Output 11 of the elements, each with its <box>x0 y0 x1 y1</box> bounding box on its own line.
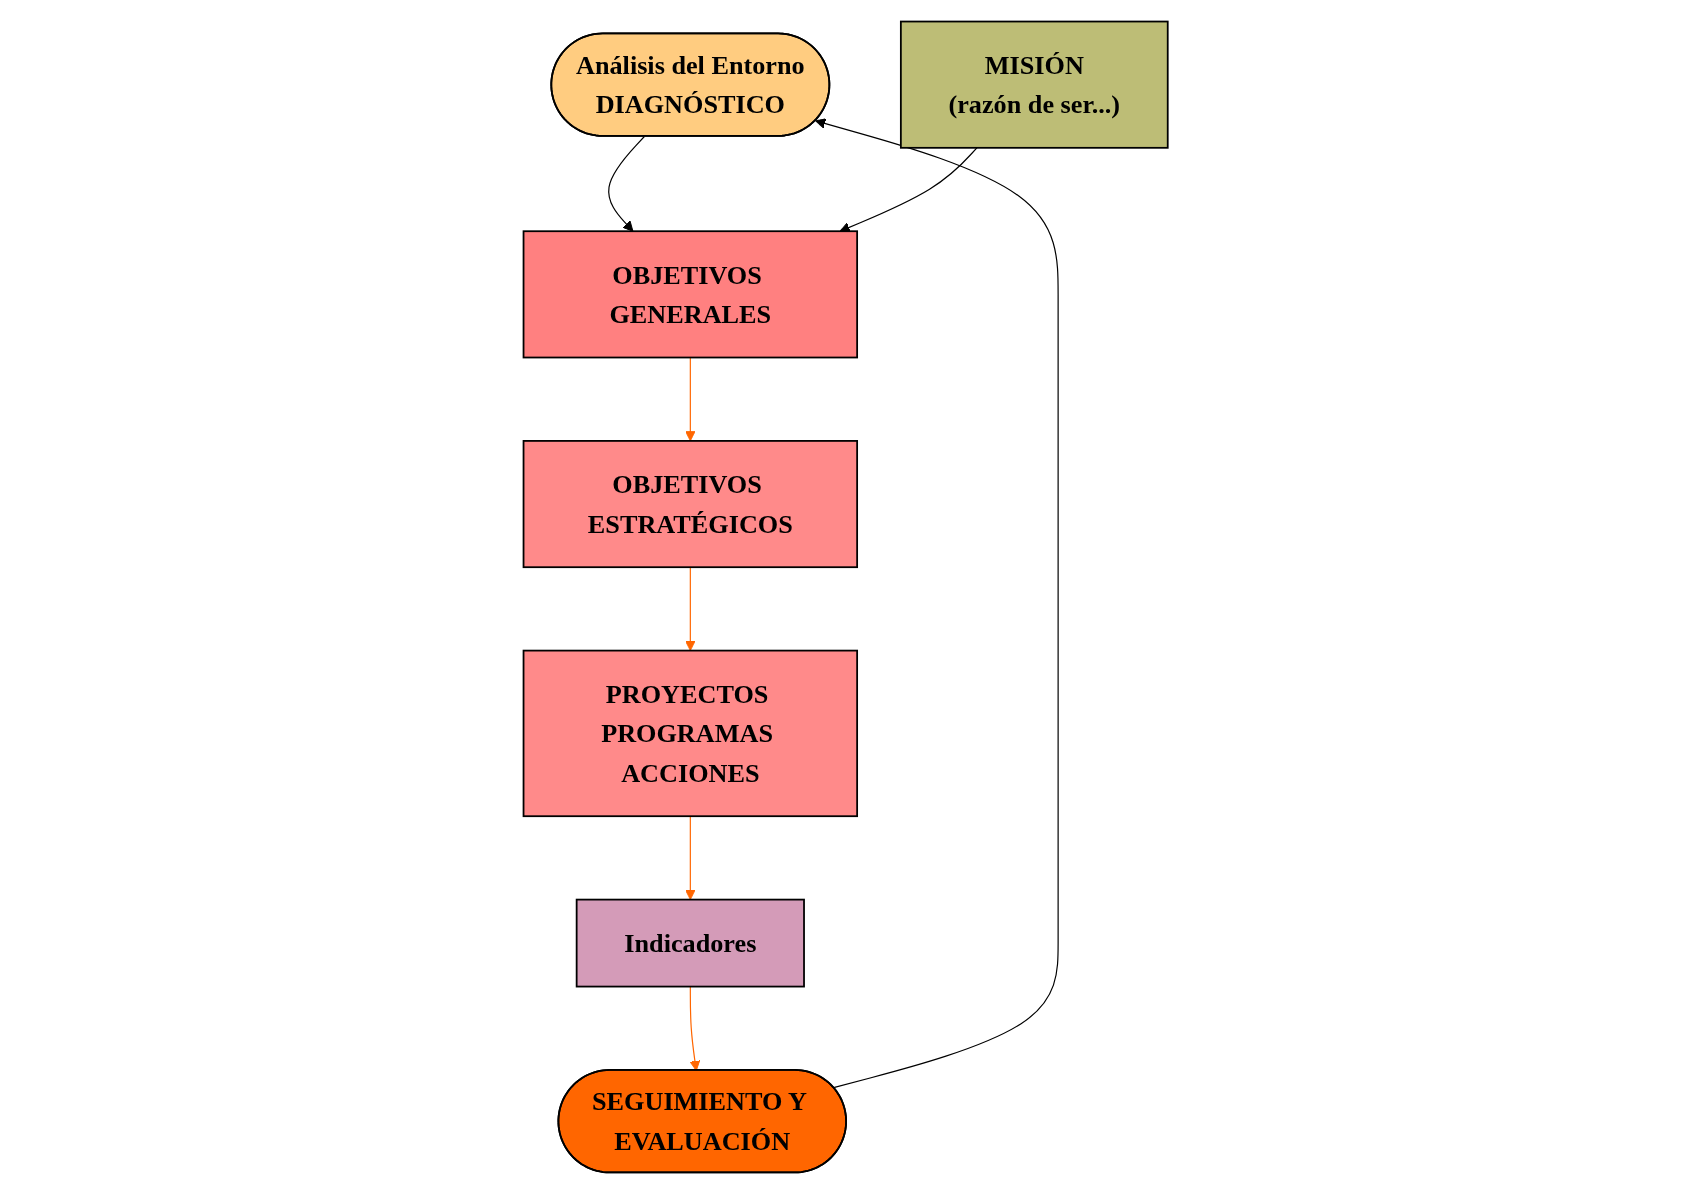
arrow <box>815 118 1060 1089</box>
arrow <box>685 815 696 901</box>
arrow <box>608 135 646 232</box>
arrow <box>685 356 696 442</box>
arrow <box>839 147 978 233</box>
node-box: OBJETIVOS GENERALES <box>523 230 859 359</box>
node-box: PROYECTOS PROGRAMAS ACCIONES <box>523 649 859 818</box>
arrow <box>685 566 696 652</box>
node-box: OBJETIVOS ESTRATÉGICOS <box>523 440 859 569</box>
node-box: MISIÓN (razón de ser...) <box>900 20 1169 149</box>
node-box: Indicadores <box>576 898 806 988</box>
